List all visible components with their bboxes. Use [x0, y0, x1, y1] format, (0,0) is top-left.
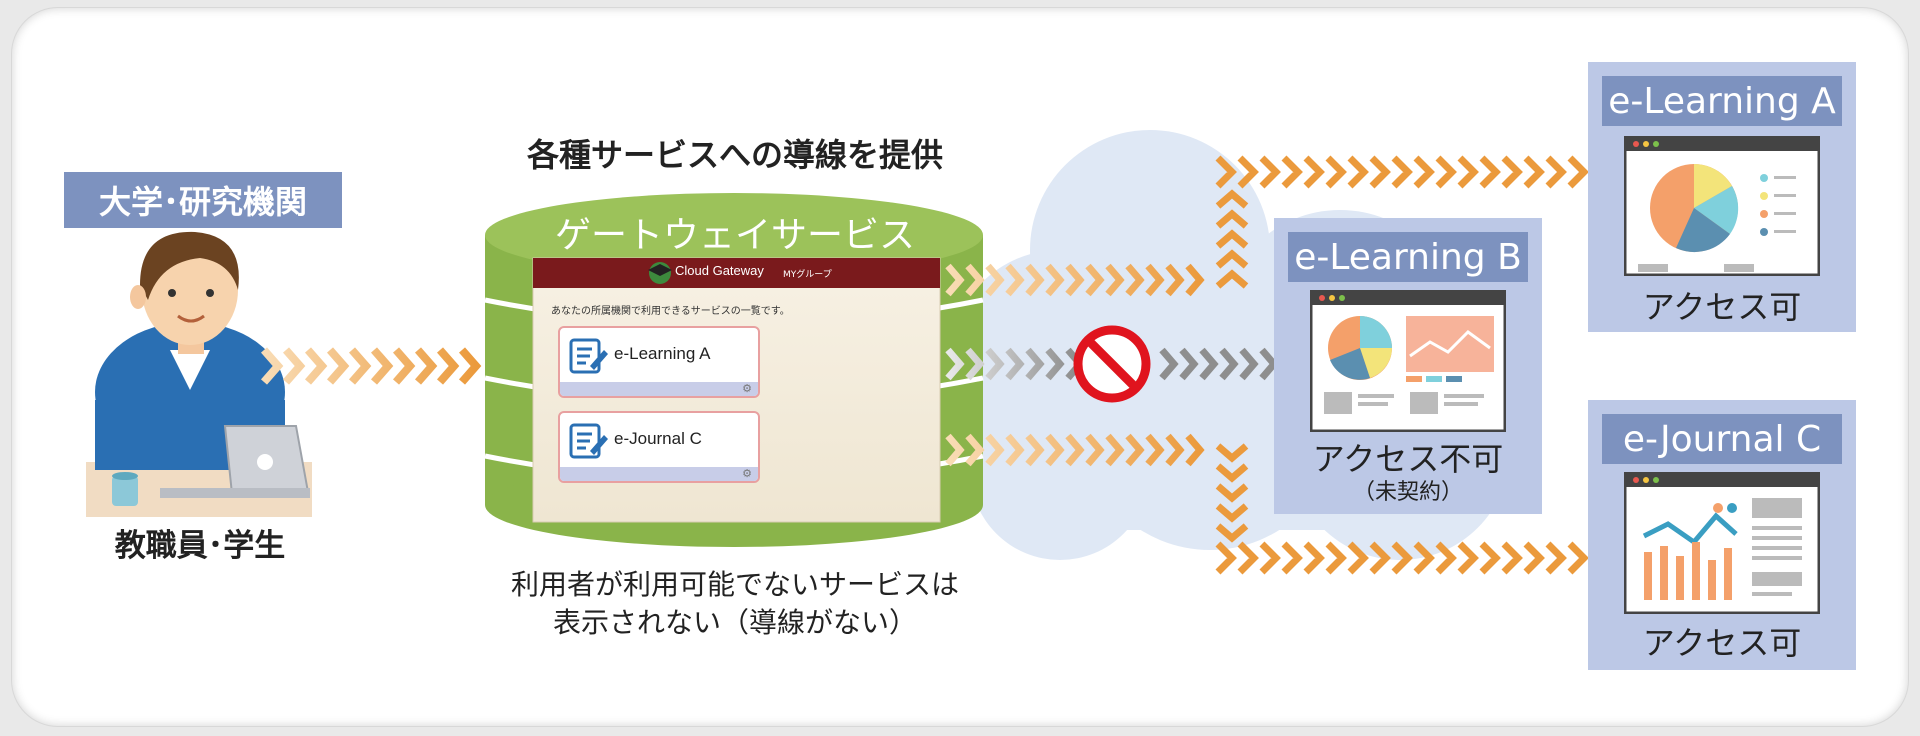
service-panel-ejournal-c: e-Journal C アクセス可 — [1588, 400, 1856, 670]
arrow-user-to-gateway — [264, 350, 476, 382]
gear-icon[interactable]: ⚙ — [742, 382, 752, 395]
service-a-title: e-Learning A — [1602, 76, 1842, 126]
gateway-intro-text: あなたの所属機関で利用できるサービスの一覧です。 — [551, 302, 790, 317]
person-illustration — [86, 232, 312, 517]
service-c-title: e-Journal C — [1602, 414, 1842, 464]
gateway-brand: Cloud Gateway — [675, 263, 764, 278]
user-caption: 教職員･学生 — [60, 520, 340, 565]
institution-label: 大学･研究機関 — [64, 172, 342, 228]
service-name: e-Learning A — [614, 344, 710, 364]
gateway-menu-mygroup[interactable]: MYグループ — [783, 267, 832, 280]
prohibited-icon — [1078, 330, 1146, 398]
service-b-reason: （未契約） — [1274, 474, 1542, 506]
service-panel-elearning-b: e-Learning B アクセス不可 （未契約） — [1274, 218, 1542, 514]
service-c-status: アクセス可 — [1588, 618, 1856, 664]
gateway-title: ゲートウェイサービス — [500, 206, 970, 258]
gear-icon[interactable]: ⚙ — [742, 467, 752, 480]
service-name: e-Journal C — [614, 429, 702, 449]
arrow-to-service-a — [1218, 158, 1584, 186]
gateway-note-line2: 表示されない（導線がない） — [450, 604, 1020, 642]
gateway-heading: 各種サービスへの導線を提供 — [470, 130, 1000, 176]
bar-chart-window-icon — [1624, 472, 1820, 614]
pie-chart-window-icon — [1624, 136, 1820, 276]
gateway-note: 利用者が利用可能でないサービスは 表示されない（導線がない） — [450, 566, 1020, 642]
service-button-elearning-a[interactable]: e-Learning A ⚙ — [558, 326, 760, 398]
service-b-title: e-Learning B — [1288, 232, 1528, 282]
dashboard-window-icon — [1310, 290, 1506, 432]
gateway-screen-content: Cloud Gateway MYグループ あなたの所属機関で利用できるサービスの… — [533, 258, 940, 522]
gateway-note-line1: 利用者が利用可能でないサービスは — [450, 566, 1020, 604]
notepad-edit-icon — [568, 421, 608, 461]
service-button-ejournal-c[interactable]: e-Journal C ⚙ — [558, 411, 760, 483]
service-a-status: アクセス可 — [1588, 282, 1856, 328]
service-button-footer — [560, 467, 758, 481]
notepad-edit-icon — [568, 336, 608, 376]
service-panel-elearning-a: e-Learning A アクセス可 — [1588, 62, 1856, 332]
service-button-footer — [560, 382, 758, 396]
